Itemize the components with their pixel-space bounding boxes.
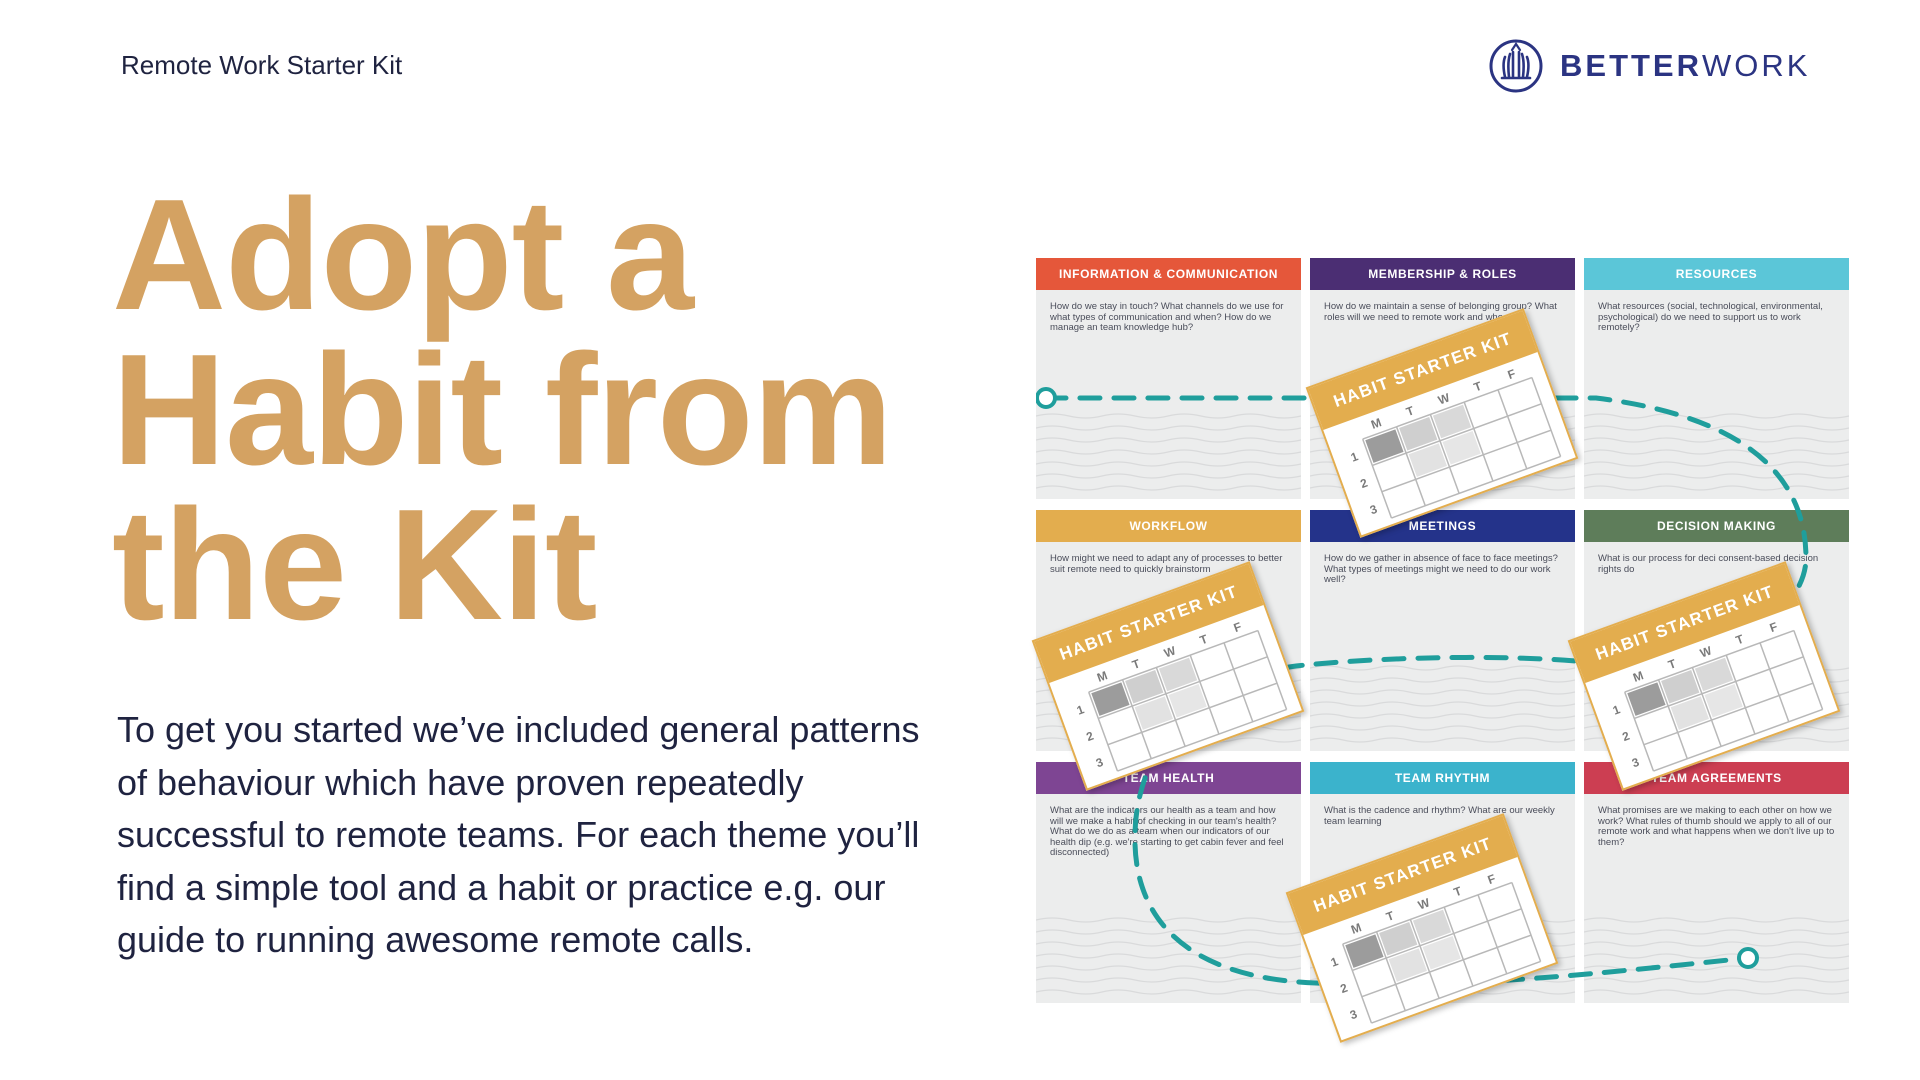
wave-pattern-icon (1584, 413, 1849, 491)
habit-day-label: F (1768, 619, 1780, 635)
habit-day-label: F (1486, 871, 1498, 887)
habit-day-label: M (1095, 668, 1109, 685)
habit-day-label: W (1698, 643, 1714, 660)
habit-row-label: 1 (1349, 449, 1360, 465)
habit-day-label: T (1404, 403, 1416, 419)
betterwork-logo[interactable]: BETTERWORK (1488, 38, 1810, 94)
habit-row-label: 3 (1630, 755, 1641, 771)
habit-row-label: 1 (1075, 702, 1086, 718)
habit-day-label: M (1369, 415, 1383, 432)
habit-row-label: 1 (1611, 702, 1622, 718)
theme-card-title: INFORMATION & COMMUNICATION (1036, 258, 1301, 290)
habit-row-label: 2 (1358, 476, 1369, 492)
habit-day-label: W (1416, 895, 1432, 912)
habit-day-label: T (1130, 656, 1142, 672)
wave-pattern-icon (1036, 917, 1301, 995)
habit-day-label: T (1734, 632, 1746, 648)
theme-card-title: TEAM HEALTH (1036, 762, 1301, 794)
headline-line-2: Habit from (112, 322, 893, 498)
theme-card-team-health: TEAM HEALTH What are the indicators our h… (1036, 762, 1301, 1003)
habit-tracker-grid: M T W T F 1 2 3 (1611, 619, 1824, 772)
theme-card-title: RESOURCES (1584, 258, 1849, 290)
theme-card-question: What resources (social, technological, e… (1598, 301, 1823, 333)
kit-board-illustration: INFORMATION & COMMUNICATION How do we sta… (1031, 258, 1850, 1043)
theme-card-question: How do we maintain a sense of belonging … (1324, 301, 1557, 323)
kit-label: Remote Work Starter Kit (121, 50, 403, 80)
headline-line-1: Adopt a (112, 167, 694, 343)
habit-row-label: 1 (1329, 954, 1340, 970)
habit-row-label: 3 (1348, 1007, 1359, 1023)
theme-card-title: DECISION MAKING (1584, 510, 1849, 542)
habit-day-label: T (1472, 379, 1484, 395)
habit-day-label: T (1666, 656, 1678, 672)
headline: Adopt a Habit from the Kit (112, 167, 1012, 653)
theme-card-question: What is the cadence and rhythm? What are… (1324, 805, 1555, 827)
theme-card-meetings: MEETINGS How do we gather in absence of f… (1310, 510, 1575, 751)
habit-tracker-grid: M T W T F 1 2 3 (1075, 619, 1288, 772)
wave-pattern-icon (1584, 917, 1849, 995)
theme-card-question: What promises are we making to each othe… (1598, 805, 1835, 848)
habit-row-label: 2 (1084, 729, 1095, 745)
theme-card-title: MEMBERSHIP & ROLES (1310, 258, 1575, 290)
habit-row-label: 3 (1094, 755, 1105, 771)
theme-card-question: How do we stay in touch? What channels d… (1050, 301, 1284, 333)
headline-line-3: the Kit (112, 477, 598, 653)
habit-day-label: F (1506, 366, 1518, 382)
wave-pattern-icon (1310, 665, 1575, 743)
theme-card-information-communication: INFORMATION & COMMUNICATION How do we sta… (1036, 258, 1301, 499)
hands-circle-logo-icon (1489, 39, 1543, 93)
theme-card-question: What is our process for deci consent-bas… (1598, 553, 1819, 575)
theme-card-resources: RESOURCES What resources (social, technol… (1584, 258, 1849, 499)
theme-card-question: What are the indicators our health as a … (1050, 805, 1284, 858)
habit-row-label: 2 (1620, 729, 1631, 745)
habit-day-label: T (1384, 908, 1396, 924)
wave-pattern-icon (1036, 413, 1301, 491)
habit-day-label: W (1436, 390, 1452, 407)
habit-day-label: F (1232, 619, 1244, 635)
habit-row-label: 2 (1338, 981, 1349, 997)
theme-card-question: How do we gather in absence of face to f… (1324, 553, 1558, 585)
habit-tracker-grid: M T W T F 1 2 3 (1349, 366, 1562, 519)
theme-card-title: MEETINGS (1310, 510, 1575, 542)
habit-day-label: T (1198, 632, 1210, 648)
logo-text-light: WORK (1702, 48, 1811, 83)
habit-day-label: M (1349, 920, 1363, 937)
logo-text-bold: BETTER (1560, 48, 1702, 83)
habit-day-label: M (1631, 668, 1645, 685)
habit-tracker-grid: M T W T F 1 2 3 (1329, 871, 1542, 1024)
theme-card-title: WORKFLOW (1036, 510, 1301, 542)
body-paragraph: To get you started we’ve included genera… (117, 709, 920, 960)
logo-wordmark: BETTERWORK (1560, 48, 1810, 84)
theme-card-title: TEAM RHYTHM (1310, 762, 1575, 794)
habit-day-label: T (1452, 884, 1464, 900)
habit-day-label: W (1162, 643, 1178, 660)
habit-row-label: 3 (1368, 502, 1379, 518)
